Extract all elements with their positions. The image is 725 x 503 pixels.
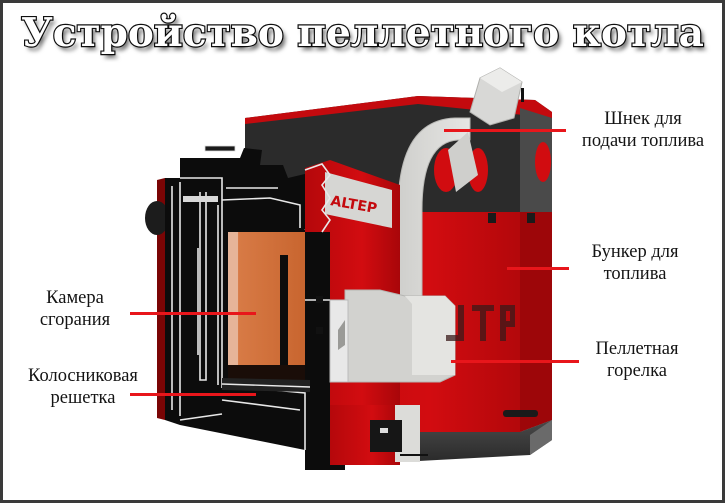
label-grate-line2: решетка <box>50 388 116 408</box>
label-burner: Пеллетная горелка <box>578 338 696 382</box>
label-auger: Шнек для подачи топлива <box>568 108 718 152</box>
label-hopper-line2: топлива <box>603 264 667 284</box>
label-grate-line1: Колосниковая <box>28 366 138 386</box>
front-door: ALTEP <box>304 160 400 233</box>
label-chamber-line2: сгорания <box>39 310 111 330</box>
pointer-line-chamber <box>130 312 256 315</box>
pointer-line-grate <box>130 393 256 396</box>
pointer-line-hopper <box>507 267 569 270</box>
control-panel <box>330 405 428 465</box>
label-burner-line2: горелка <box>607 361 667 381</box>
pellet-burner <box>316 289 456 383</box>
pointer-line-auger <box>444 129 566 132</box>
label-hopper: Бункер для топлива <box>570 241 700 285</box>
pointer-line-burner <box>451 360 579 363</box>
label-chamber-line1: Камера <box>46 288 104 308</box>
label-combustion-chamber: Камера сгорания <box>20 287 130 331</box>
label-auger-line2: подачи топлива <box>581 131 705 151</box>
hopper-brand-logo <box>446 305 515 341</box>
label-burner-line1: Пеллетная <box>595 339 679 359</box>
label-auger-line1: Шнек для <box>604 109 682 129</box>
label-hopper-line1: Бункер для <box>591 242 679 262</box>
label-grate: Колосниковая решетка <box>8 365 158 409</box>
combustion-chamber <box>221 232 311 392</box>
diagram-title: Устройство пеллетного котла <box>20 9 705 57</box>
